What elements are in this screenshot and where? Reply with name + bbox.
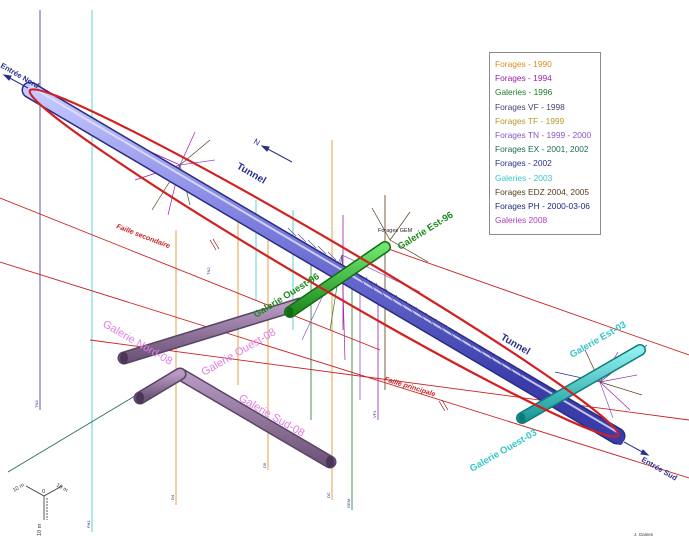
direction-arrows xyxy=(2,74,650,456)
svg-text:D4: D4 xyxy=(170,494,175,500)
legend-item: Forages - 1994 xyxy=(495,73,552,84)
scale-label-left: 10 m xyxy=(12,482,26,494)
borehole-tags: TN3 FH1 D4 D5 DC GEM VF1 TN2 xyxy=(34,267,377,528)
legend-item: Forages VF - 1998 xyxy=(495,101,565,112)
legend-item: Galeries - 1996 xyxy=(495,87,553,98)
label-faille-secondaire: Faille secondaire xyxy=(115,223,171,250)
scale-indicator xyxy=(25,485,63,520)
label-entree-sud: Entrée Sud xyxy=(640,455,679,483)
scale-label-origin: 0 xyxy=(42,489,45,495)
svg-text:VF1: VF1 xyxy=(372,410,377,418)
legend-item: Forages - 1990 xyxy=(495,59,552,69)
legend-item: Forages EDZ 2004, 2005 xyxy=(495,186,590,197)
svg-text:TN2: TN2 xyxy=(206,267,211,275)
label-forages-gem: Forages GEM xyxy=(378,228,413,234)
svg-text:D5: D5 xyxy=(262,462,267,468)
legend-item: Galeries - 2003 xyxy=(495,172,553,183)
credit: J. Gaines xyxy=(634,532,654,537)
fault-break-marks xyxy=(209,238,449,412)
tunnel-short-boreholes xyxy=(287,227,525,381)
main-tunnel xyxy=(21,81,626,445)
scale-label-right: 10 m xyxy=(55,483,69,495)
galerie-08-tubes xyxy=(117,297,337,469)
svg-text:DC: DC xyxy=(326,492,331,498)
label-faille-principale: Faille principale xyxy=(383,376,436,398)
legend-item: Galeries 2008 xyxy=(495,215,548,226)
legend-item: Forages EX - 2001, 2002 xyxy=(495,144,589,155)
tunnel-enclosure-ellipse xyxy=(28,88,620,438)
label-galerie-ouest-03: Galerie Ouest-03 xyxy=(468,427,539,474)
label-galerie-est-03: Galerie Est-03 xyxy=(568,319,628,360)
galerie-96-tube xyxy=(284,241,391,318)
svg-text:GEM: GEM xyxy=(346,499,351,508)
scale-label-down: 10 m xyxy=(37,523,43,536)
label-tunnel-1: Tunnel xyxy=(235,161,268,187)
svg-text:FH1: FH1 xyxy=(86,520,91,528)
legend-item: Forages - 2002 xyxy=(495,158,552,169)
legend-item: Forages PH - 2000-03-06 xyxy=(495,201,590,212)
label-north: N xyxy=(252,137,262,148)
legend-item: Forages TN - 1999 - 2000 xyxy=(495,130,592,141)
svg-text:TN3: TN3 xyxy=(34,400,39,408)
legend-item: Forages TF - 1999 xyxy=(495,115,565,126)
